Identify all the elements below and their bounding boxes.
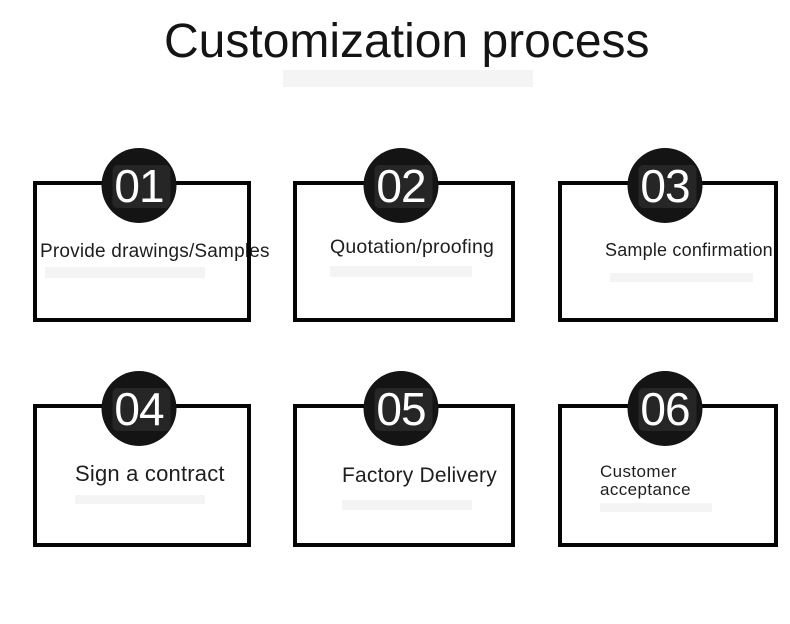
step-number-badge: 03 <box>627 148 703 223</box>
step-label: Provide drawings/Samples <box>40 241 270 262</box>
step-card-6: Customer acceptance 06 <box>558 371 778 547</box>
highlight-band <box>45 267 205 278</box>
step-number: 06 <box>640 382 690 435</box>
step-number-badge: 06 <box>627 371 703 446</box>
badge-highlight <box>638 388 697 431</box>
badge-highlight <box>374 165 433 208</box>
badge-highlight <box>374 388 433 431</box>
step-number: 04 <box>114 382 164 435</box>
step-label: Customer acceptance <box>600 462 691 499</box>
highlight-band <box>600 503 712 512</box>
step-number-badge: 02 <box>363 148 439 223</box>
step-card-4: Sign a contract 04 <box>33 371 251 547</box>
step-label: Sign a contract <box>75 461 225 486</box>
page-title: Customization process <box>164 15 650 68</box>
highlight-band <box>610 273 753 282</box>
step-label: Sample confirmation <box>605 240 773 260</box>
step-card-1: Provide drawings/Samples 01 <box>33 148 270 322</box>
highlight-band <box>342 500 472 510</box>
step-number-badge: 04 <box>101 371 177 446</box>
highlight-band <box>75 495 205 504</box>
step-number: 02 <box>376 159 426 212</box>
badge-highlight <box>638 165 697 208</box>
step-label: Factory Delivery <box>342 464 497 487</box>
highlight-band <box>283 70 533 87</box>
step-number: 01 <box>114 159 164 212</box>
badge-highlight <box>112 388 171 431</box>
step-card-2: Quotation/proofing 02 <box>293 148 515 322</box>
step-number: 03 <box>640 159 690 212</box>
highlight-band <box>330 266 472 277</box>
step-card-3: Sample confirmation 03 <box>558 148 778 322</box>
step-number: 05 <box>376 382 426 435</box>
step-card-5: Factory Delivery 05 <box>293 371 515 547</box>
step-number-badge: 05 <box>363 371 439 446</box>
step-label: Quotation/proofing <box>330 236 495 258</box>
step-number-badge: 01 <box>101 148 177 223</box>
badge-highlight <box>112 165 171 208</box>
